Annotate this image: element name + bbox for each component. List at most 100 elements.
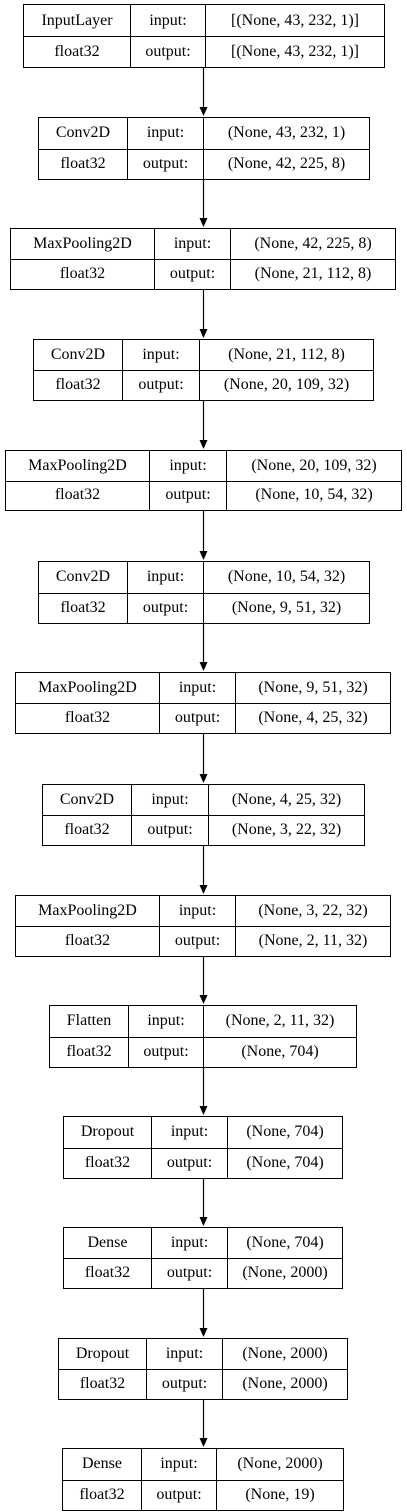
- output-shape: (None, 20, 109, 32): [199, 370, 373, 400]
- output-label: output:: [127, 148, 203, 179]
- arrowhead-icon: [199, 218, 208, 227]
- arrowhead-icon: [199, 1217, 208, 1226]
- layer-dtype: float32: [64, 821, 110, 838]
- layer-type: MaxPooling2D: [38, 679, 137, 696]
- input-shape: (None, 704): [227, 1228, 342, 1258]
- layer-type: MaxPooling2D: [38, 902, 137, 919]
- arrowhead-icon: [199, 885, 208, 894]
- input-label: input:: [151, 1117, 227, 1148]
- layer-dtype: float32: [66, 1042, 112, 1060]
- input-label: input:: [130, 5, 205, 36]
- input-label: input:: [149, 451, 226, 481]
- output-shape: (None, 4, 25, 32): [235, 703, 390, 733]
- layer-dtype: float32: [54, 42, 100, 60]
- output-shape: (None, 10, 54, 32): [226, 480, 401, 510]
- output-label: output:: [154, 259, 230, 289]
- layer-row-top: MaxPooling2D input:(None, 20, 109, 32): [6, 451, 401, 482]
- input-label: input:: [128, 1006, 203, 1037]
- output-shape: (None, 2, 11, 32): [235, 926, 390, 956]
- layer-row-top: Conv2D input:(None, 21, 112, 8): [34, 340, 373, 371]
- output-shape: (None, 21, 112, 8): [230, 259, 395, 289]
- input-label: input:: [127, 118, 203, 149]
- layer-row-bottom: float32 output:(None, 10, 54, 32): [6, 480, 401, 510]
- output-label: output:: [127, 592, 203, 623]
- output-label: output:: [159, 703, 235, 733]
- layer-type: InputLayer: [41, 11, 113, 29]
- layer-type: Flatten: [66, 1012, 112, 1030]
- input-label: input:: [131, 785, 208, 815]
- layer-type: Conv2D: [55, 124, 111, 142]
- layer-dtype: float32: [54, 486, 101, 504]
- output-shape: (None, 9, 51, 32): [203, 592, 369, 623]
- output-shape: (None, 704): [203, 1036, 356, 1067]
- layer-dtype: float32: [79, 1375, 126, 1392]
- input-label: input:: [151, 1228, 227, 1258]
- output-label: output:: [149, 480, 226, 510]
- output-label: output:: [151, 1147, 227, 1178]
- layer-row-top: Conv2D input:(None, 43, 232, 1): [39, 118, 369, 150]
- layer-type: Dropout: [75, 1345, 130, 1362]
- input-shape: (None, 42, 225, 8): [230, 229, 395, 259]
- layer-type: Conv2D: [55, 568, 111, 586]
- input-shape: (None, 20, 109, 32): [226, 451, 401, 481]
- input-label: input:: [159, 896, 235, 926]
- output-label: output:: [130, 36, 205, 67]
- arrowhead-icon: [199, 107, 208, 116]
- input-label: input:: [122, 340, 199, 370]
- input-label: input:: [141, 1449, 216, 1480]
- input-shape: (None, 2000): [222, 1339, 347, 1369]
- layer-row-bottom: float32 output:(None, 4, 25, 32): [16, 703, 390, 733]
- arrowhead-icon: [199, 1106, 208, 1115]
- output-shape: (None, 704): [227, 1147, 342, 1178]
- layer-row-bottom: float32 output:(None, 2000): [59, 1369, 347, 1399]
- input-shape: (None, 43, 232, 1): [203, 118, 369, 149]
- layer-row-bottom: float32 output:(None, 704): [64, 1147, 342, 1178]
- output-shape: (None, 19): [216, 1479, 343, 1510]
- output-shape: (None, 2000): [227, 1258, 342, 1288]
- input-shape: (None, 4, 25, 32): [208, 785, 364, 815]
- layer-dtype: float32: [60, 154, 106, 172]
- layer-type: MaxPooling2D: [28, 456, 127, 474]
- layer-row-bottom: float32 output:(None, 21, 112, 8): [11, 259, 395, 289]
- layer-type: Dense: [82, 1455, 122, 1473]
- output-label: output:: [146, 1369, 222, 1399]
- layer-node-2: Conv2D input:(None, 43, 232, 1) float32 out…: [38, 117, 370, 180]
- input-shape: (None, 10, 54, 32): [203, 562, 369, 593]
- output-shape: (None, 3, 22, 32): [208, 815, 364, 845]
- arrowhead-icon: [199, 774, 208, 783]
- output-shape: (None, 2000): [222, 1369, 347, 1399]
- arrowhead-icon: [199, 1438, 208, 1447]
- layer-type: Dropout: [80, 1123, 135, 1141]
- input-shape: (None, 2000): [216, 1449, 343, 1480]
- layer-type: Conv2D: [50, 346, 106, 363]
- input-shape: (None, 2, 11, 32): [203, 1006, 356, 1037]
- input-label: input:: [154, 229, 230, 259]
- arrowhead-icon: [199, 551, 208, 560]
- input-shape: (None, 21, 112, 8): [199, 340, 373, 370]
- input-shape: (None, 9, 51, 32): [235, 673, 390, 703]
- arrowhead-icon: [199, 995, 208, 1004]
- output-label: output:: [141, 1479, 216, 1510]
- layer-dtype: float32: [84, 1153, 131, 1171]
- layer-dtype: float32: [59, 265, 106, 282]
- layer-dtype: float32: [64, 709, 111, 726]
